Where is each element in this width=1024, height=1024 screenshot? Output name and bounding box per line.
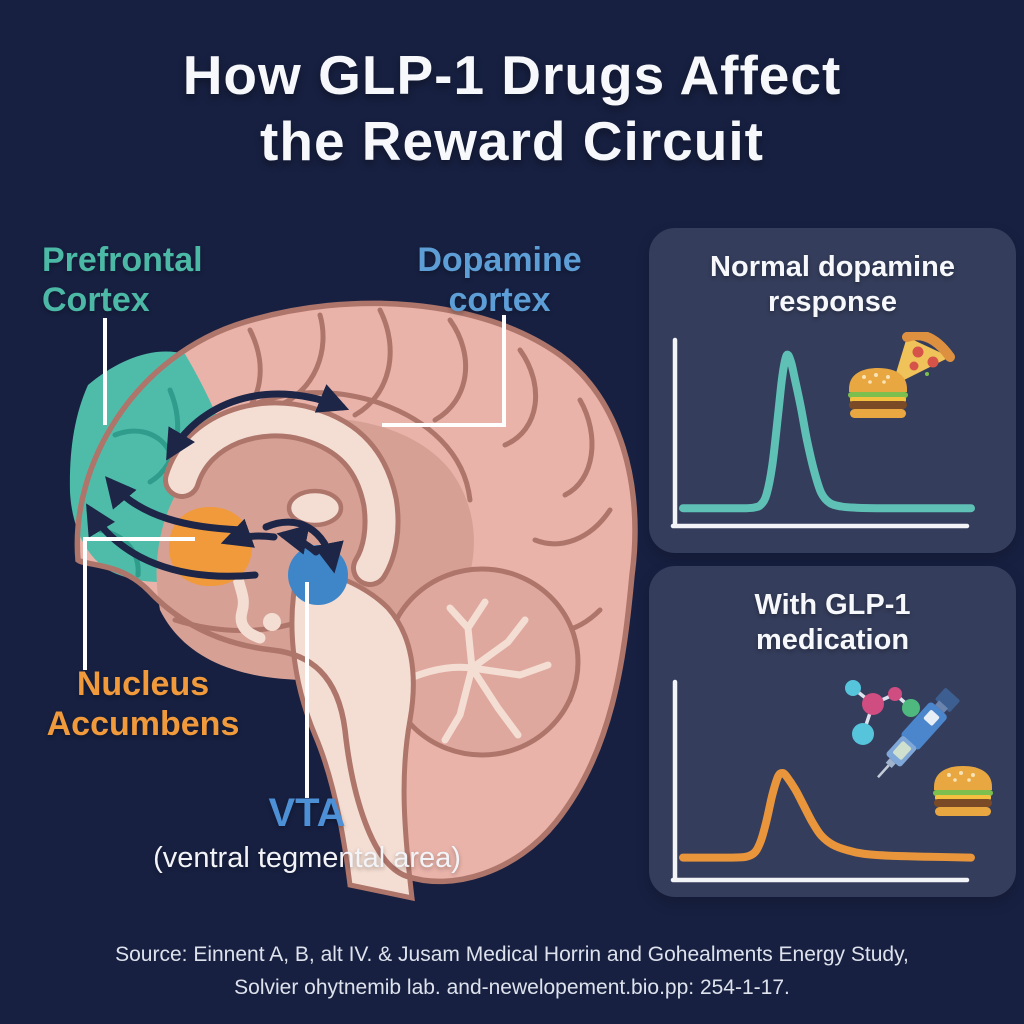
burger-icon <box>848 368 908 418</box>
molecule-icon <box>845 680 920 745</box>
dopamine-label-line1: Dopamine <box>417 241 582 279</box>
glp1-panel: With GLP-1 medication <box>649 566 1016 897</box>
arrow-prefrontal-cortex <box>166 384 350 461</box>
dopamine-leader-line <box>382 315 506 427</box>
brain-diagram <box>69 300 638 902</box>
normal-panel-title-line2: response <box>768 286 897 318</box>
source-line2: Solvier ohytnemib lab. and-newelopement.… <box>234 976 790 999</box>
dopamine-curve <box>679 768 975 862</box>
nucleus-accumbens-label: Nucleus Accumbens <box>38 664 248 744</box>
glp1-panel-title-line2: medication <box>755 624 910 656</box>
brainstem <box>289 567 416 902</box>
normal-dopamine-panel: Normal dopamine response <box>649 228 1016 553</box>
nucleus-leader-line <box>83 537 195 670</box>
pizza-icon <box>892 332 955 386</box>
source-citation: Source: Einnent A, B, alt IV. & Jusam Me… <box>0 938 1024 1004</box>
vta-full-label: (ventral tegmental area) <box>153 842 461 874</box>
page-title-line1: How GLP-1 Drugs Affect <box>182 44 842 106</box>
source-line1: Source: Einnent A, B, alt IV. & Jusam Me… <box>115 943 909 966</box>
arrow-into-vta <box>262 518 344 574</box>
chart-axes <box>670 337 970 529</box>
dopamine-cortex-label: Dopamine cortex <box>392 240 607 320</box>
normal-panel-title-line1: Normal dopamine <box>710 251 955 283</box>
mammillary-body <box>263 613 281 631</box>
food-icons <box>848 332 955 418</box>
burger-icon <box>933 766 993 816</box>
glp1-panel-title-line1: With GLP-1 <box>754 589 911 621</box>
cortex-outline <box>74 300 638 885</box>
nucleus-label-line1: Nucleus <box>76 665 210 703</box>
glp1-dopamine-chart <box>670 679 975 883</box>
arrow-vta-to-nac-1 <box>276 524 320 556</box>
nucleus-label-line2: Accumbens <box>46 705 240 743</box>
vta-label: VTA <box>268 791 346 835</box>
prefrontal-label-line1: Prefrontal <box>42 241 203 279</box>
arrow-nac-to-pfc-2 <box>86 503 259 580</box>
dopamine-curve <box>679 350 975 513</box>
chart-axes <box>670 679 970 883</box>
normal-dopamine-chart <box>670 337 975 529</box>
normal-panel-title: Normal dopamine response <box>649 228 1016 320</box>
prefrontal-cortex-label: Prefrontal Cortex <box>42 240 272 320</box>
medication-icons <box>845 680 993 816</box>
dopamine-label-line2: cortex <box>448 281 551 319</box>
glp1-panel-title: With GLP-1 medication <box>649 566 1016 658</box>
page-title: How GLP-1 Drugs Affect the Reward Circui… <box>0 42 1024 174</box>
prefrontal-label-line2: Cortex <box>42 281 150 319</box>
label-leader-lines <box>83 315 506 798</box>
thalamus <box>286 488 344 528</box>
dopamine-pathway-arrows <box>86 384 350 580</box>
injection-pen-icon <box>877 688 960 779</box>
page-title-line2: the Reward Circuit <box>260 110 764 172</box>
arrow-vta-to-nac-2 <box>220 518 278 548</box>
